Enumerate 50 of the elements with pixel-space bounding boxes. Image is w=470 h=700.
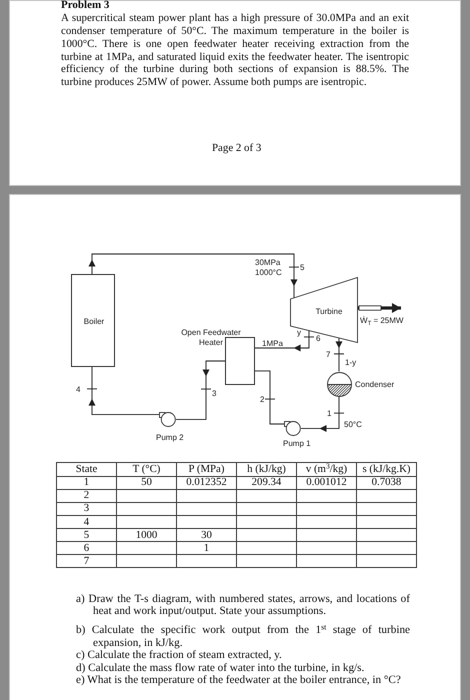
turbine-symbol bbox=[290, 277, 358, 343]
boiler-label: Boiler bbox=[82, 316, 106, 326]
column-header: P (MPa) bbox=[188, 462, 224, 475]
column-header: v (m$^{3}$/kg) bbox=[306, 462, 348, 475]
flow-fraction-label: y bbox=[297, 328, 301, 337]
pressure-label: 1MPa bbox=[262, 338, 283, 348]
state-number: 2 bbox=[260, 394, 264, 404]
state-number: 3 bbox=[212, 388, 216, 398]
column-header: s (kJ/kg.K) bbox=[362, 462, 410, 475]
pump-label: Pump 2 bbox=[156, 432, 184, 442]
state-number: 1 bbox=[84, 476, 90, 488]
pump-label: Pump 1 bbox=[283, 438, 311, 448]
state-number: 5 bbox=[84, 528, 90, 541]
heater-label: Open Feedwater Heater bbox=[180, 328, 242, 348]
state-number: 7 bbox=[84, 554, 90, 567]
temperature-label: 50°C bbox=[344, 420, 362, 428]
table-value: 1000 bbox=[136, 528, 158, 541]
column-header: T (°C) bbox=[132, 462, 160, 475]
table-value: 0.001012 bbox=[306, 476, 347, 488]
question-text: b) Calculate the specific work output from the 1$^{st}$ stage of turbine expansion, in kJ/kg. bbox=[76, 624, 410, 650]
condenser-label: Condenser bbox=[355, 380, 394, 388]
question-text: c) Calculate the fraction of steam extracted, y. bbox=[76, 648, 283, 662]
table-value: 209.34 bbox=[252, 476, 282, 488]
state-number: 6 bbox=[316, 334, 320, 343]
state-number: 4 bbox=[76, 384, 80, 394]
table-value: 30 bbox=[201, 528, 212, 541]
question-text: e) What is the temperature of the feedwater at the boiler entrance, in °C? bbox=[76, 674, 402, 688]
state-number: 6 bbox=[84, 542, 90, 554]
table-value: 1 bbox=[204, 542, 210, 554]
column-header: h (kJ/kg) bbox=[247, 462, 286, 475]
turbine-label: Turbine bbox=[314, 306, 344, 316]
table-value: 50 bbox=[141, 476, 152, 488]
state-number: 4 bbox=[84, 516, 90, 528]
question-text: d) Calculate the mass flow rate of water into the turbine, in kg/s. bbox=[76, 662, 366, 675]
edge-label: Ẇ$_{T}$ = 25MW bbox=[360, 316, 404, 326]
problem-title: Problem 3 bbox=[61, 0, 110, 11]
flow-fraction-label: 1-y bbox=[345, 358, 356, 366]
state-number: 1 bbox=[327, 408, 332, 418]
state-number: 5 bbox=[300, 262, 304, 272]
boiler-box bbox=[71, 274, 115, 367]
question-text: a) Draw the T-s diagram, with numbered states, arrows, and locations of heat and work input/output. State your assumptions. bbox=[76, 592, 410, 618]
state-number: 3 bbox=[84, 502, 90, 514]
problem-statement: A supercritical steam power plant has a high pressure of 30.0MPa and an exit condenser temperature of 50°C. The maximum temperature in the boiler is 1000°C. There is one open feedwater heater receiving extraction from the turbine at 1MPa, and saturated liquid exits the feedwater heater. The isentropic efficiency of the turbine during both sections of expansion is 88.5%. The turbine produces 25MW of power. Assume both pumps are isentropic. bbox=[61, 12, 409, 90]
state-number: 7 bbox=[326, 350, 330, 358]
state-number: 2 bbox=[84, 489, 90, 502]
condition-label: 30MPa 1000°C bbox=[255, 258, 283, 278]
table-value: 0.012352 bbox=[186, 476, 227, 488]
column-header: State bbox=[76, 462, 98, 475]
table-value: 0.7038 bbox=[372, 476, 402, 488]
page-number: Page 2 of 3 bbox=[212, 142, 262, 154]
